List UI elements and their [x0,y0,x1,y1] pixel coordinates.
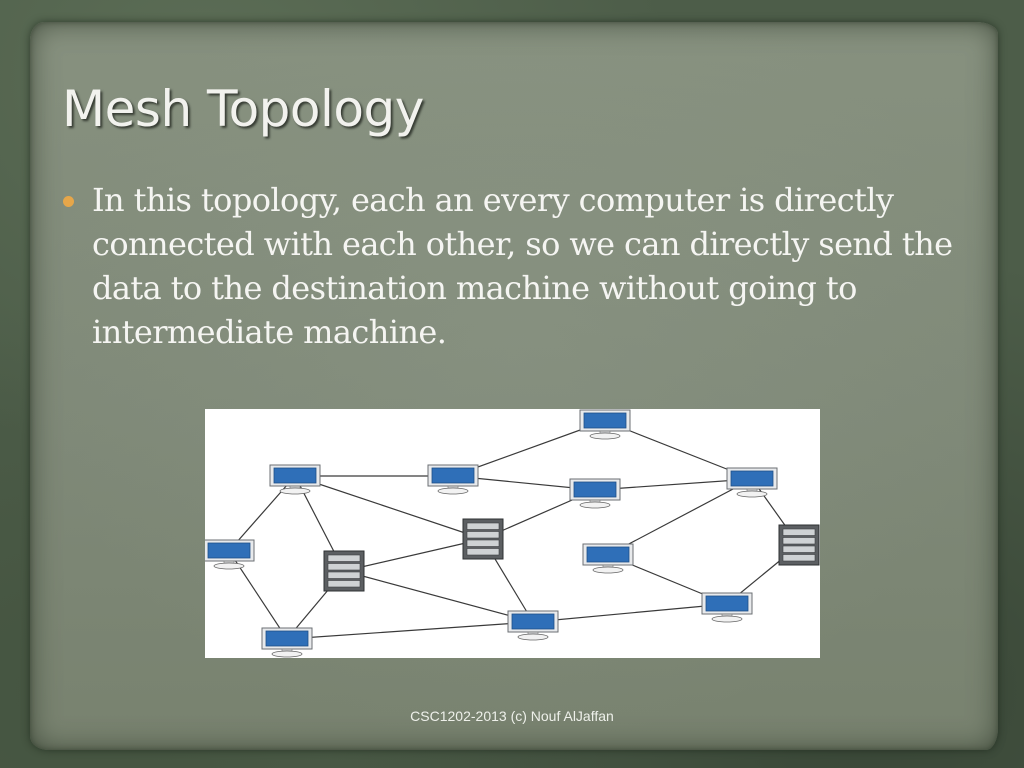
slide-title: Mesh Topology [62,80,424,138]
pc-top-computer-icon [579,409,631,440]
pc-bottom-left-computer-icon [261,627,313,658]
link-server-center-server-left [343,538,484,572]
link-pc-bottom-left-pc-bottom-center [286,621,534,640]
server-left-server-icon [323,550,365,592]
link-pc-bottom-center-pc-bottom-right [532,603,728,623]
mesh-topology-svg [203,409,820,658]
bullet-item: In this topology, each an every computer… [60,178,960,354]
mesh-topology-diagram [203,409,820,658]
link-server-left-pc-bottom-center [343,570,534,623]
server-right-server-icon [778,524,820,566]
pc-upper-left-computer-icon [269,464,321,495]
bullet-dot-icon [63,196,74,207]
bullet-text: In this topology, each an every computer… [92,181,953,351]
pc-bottom-right-computer-icon [701,592,753,623]
link-pc-center-pc-upper-right [594,478,753,491]
pc-upper-right-computer-icon [726,467,778,498]
link-pc-upper-right-pc-mid-right [607,478,753,556]
pc-center-computer-icon [569,478,621,509]
link-pc-upper-left-server-center [294,475,484,540]
pc-upper-mid-computer-icon [427,464,479,495]
pc-bottom-center-computer-icon [507,610,559,641]
pc-mid-right-computer-icon [582,543,634,574]
slide-footer: CSC1202-2013 (c) Nouf AlJaffan [410,708,614,724]
bullet-list: In this topology, each an every computer… [60,178,960,354]
pc-left-computer-icon [203,539,255,570]
server-center-server-icon [462,518,504,560]
